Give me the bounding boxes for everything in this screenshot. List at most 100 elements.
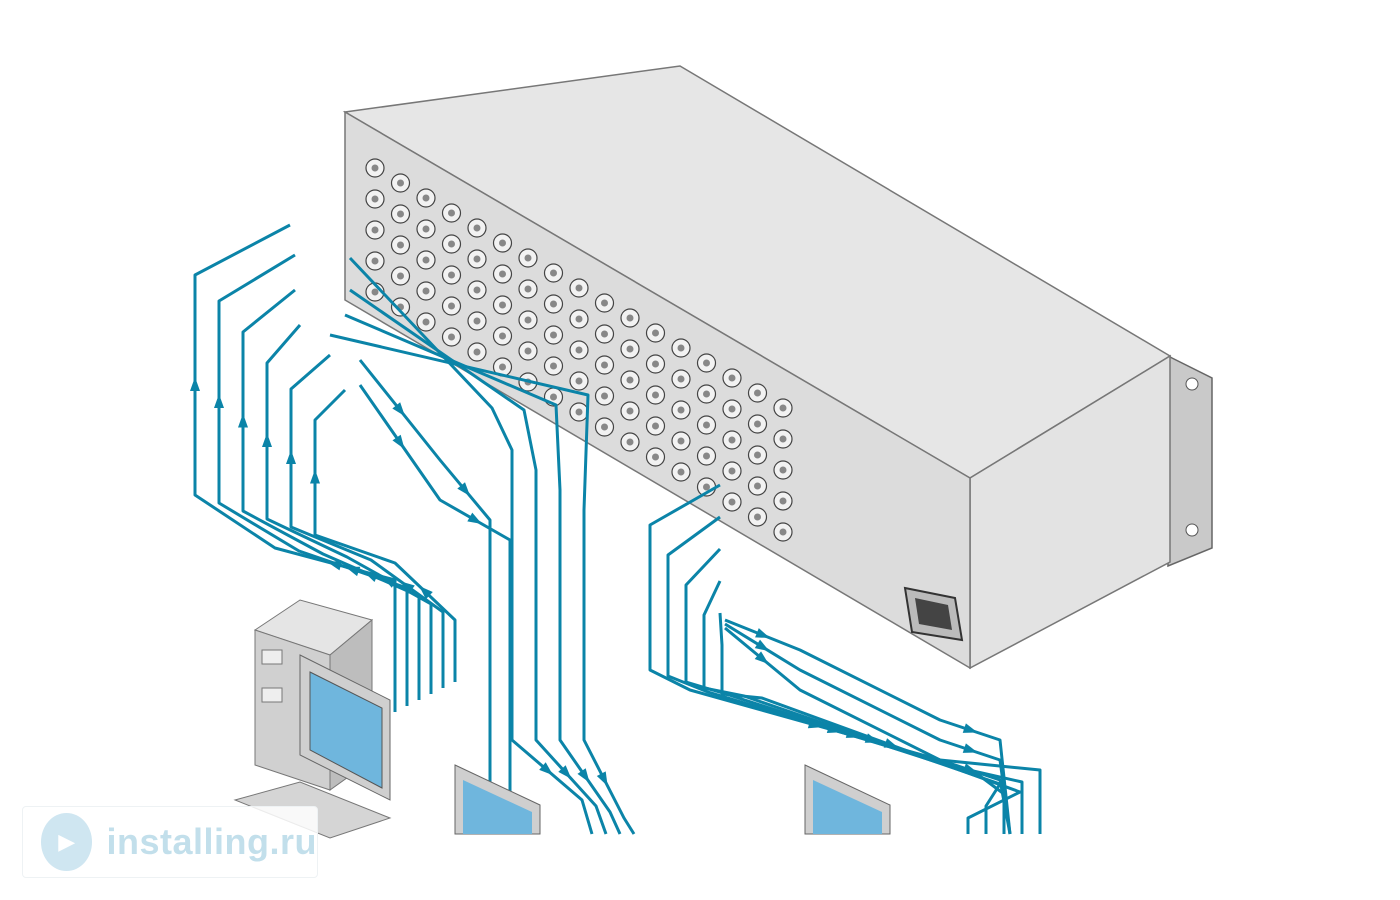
bnc-connector-pin	[703, 452, 710, 460]
bnc-connector-pin	[473, 286, 481, 294]
bnc-connector-pin	[575, 284, 583, 292]
bnc-connector-pin	[499, 363, 506, 371]
bnc-connector-pin	[575, 377, 583, 385]
bnc-connector-pin	[575, 315, 583, 323]
bnc-connector-pin	[371, 226, 379, 234]
power-inlet-icon	[903, 586, 964, 642]
cable	[718, 612, 1022, 834]
bnc-connector-pin	[601, 330, 608, 338]
bnc-connector-pin	[677, 406, 685, 414]
cable	[217, 253, 409, 706]
cable-direction-arrow-icon	[238, 413, 248, 428]
watermark-text: installing.ru	[106, 821, 317, 862]
bnc-connector-pin	[703, 359, 710, 367]
bnc-connector-pin	[626, 376, 634, 384]
cable-direction-arrow-icon	[262, 433, 272, 447]
bnc-connector-pin	[677, 375, 685, 383]
cable-direction-arrow-icon	[457, 482, 471, 497]
bnc-connector-pin	[473, 348, 481, 356]
bnc-connector-pin	[397, 179, 404, 187]
cable-direction-arrow-icon	[392, 402, 405, 417]
mount-hole	[1185, 377, 1199, 391]
bnc-connector-pin	[728, 467, 736, 475]
cable	[193, 223, 397, 712]
bnc-connector-pin	[754, 389, 761, 397]
cable-direction-arrow-icon	[214, 394, 224, 408]
bnc-connector-pin	[575, 408, 583, 416]
bnc-connector-pin	[677, 437, 685, 445]
bnc-connector-pin	[652, 422, 659, 430]
bnc-connector-pin	[422, 287, 430, 295]
bnc-connector-pin	[601, 299, 608, 307]
cable	[265, 324, 433, 694]
cable-direction-arrow-icon	[467, 512, 482, 524]
bnc-connector-pin	[703, 390, 710, 398]
bnc-connector-pin	[728, 436, 736, 444]
bnc-connector-pin	[473, 255, 481, 263]
bnc-connector-pin	[601, 392, 608, 400]
bnc-connector-pin	[499, 301, 506, 309]
bnc-connector-pin	[397, 241, 404, 249]
cable-direction-arrow-icon	[400, 581, 415, 594]
bnc-connector-pin	[371, 288, 379, 296]
bnc-connector-pin	[448, 302, 455, 310]
cable-direction-arrow-icon	[754, 639, 770, 652]
bnc-connector-pin	[626, 407, 634, 415]
bnc-connector-pin	[626, 438, 634, 446]
cable-direction-arrow-icon	[577, 768, 590, 783]
bnc-connector-pin	[779, 528, 787, 536]
bnc-connector-pin	[779, 435, 787, 443]
cable	[724, 626, 1012, 835]
cable	[724, 622, 1012, 835]
cables	[190, 223, 1042, 835]
cable	[349, 288, 608, 835]
bnc-connector-pin	[473, 317, 481, 325]
cable-direction-arrow-icon	[190, 377, 200, 391]
cable	[241, 288, 421, 700]
watermark-logo-icon: ▶	[41, 813, 93, 871]
cable	[289, 353, 445, 688]
bnc-connector-pin	[448, 209, 455, 217]
bnc-connector-pin	[677, 468, 685, 476]
bnc-connector-pin	[728, 405, 736, 413]
cable-direction-arrow-icon	[883, 738, 899, 748]
bnc-connector-pin	[422, 225, 430, 233]
bnc-connector-pin	[499, 332, 506, 340]
bnc-connector-pin	[703, 483, 710, 491]
cable	[724, 618, 1012, 835]
cable-direction-arrow-icon	[962, 723, 978, 733]
cable-direction-arrow-icon	[962, 743, 978, 753]
cable-direction-arrow-icon	[382, 576, 397, 588]
bnc-connector-pin	[626, 345, 634, 353]
cable-direction-arrow-icon	[363, 571, 379, 582]
bnc-connector-pin	[524, 285, 532, 293]
mount-hole	[1185, 523, 1199, 537]
cable-direction-arrow-icon	[962, 763, 978, 773]
bnc-connector-pin	[448, 271, 455, 279]
cable-direction-arrow-icon	[539, 762, 554, 776]
bnc-connector-pin	[422, 256, 430, 264]
bnc-connector-pin	[626, 314, 634, 322]
cable	[666, 515, 1024, 834]
bnc-connector-pin	[448, 333, 455, 341]
bnc-connector-pin	[524, 316, 532, 324]
watermark: ▶ installing.ru	[22, 806, 318, 878]
cable-direction-arrow-icon	[286, 450, 296, 464]
cable-direction-arrow-icon	[419, 585, 433, 600]
bnc-connector-pin	[754, 451, 761, 459]
cable-direction-arrow-icon	[310, 469, 320, 484]
bnc-connector-pin	[371, 164, 379, 172]
output-monitor-2	[804, 764, 891, 835]
bnc-connector-pin	[550, 362, 557, 370]
bnc-connector-pin	[524, 347, 532, 355]
bnc-connector-pin	[652, 391, 659, 399]
bnc-connector-pin	[499, 270, 506, 278]
bnc-connector-pin	[575, 346, 583, 354]
cable-direction-arrow-icon	[755, 628, 770, 638]
bnc-connector-pin	[652, 360, 659, 368]
bnc-connector-pin	[601, 423, 608, 431]
bnc-connector-pin	[652, 453, 659, 461]
bnc-connector-pin	[703, 421, 710, 429]
cable-direction-arrow-icon	[558, 765, 572, 779]
